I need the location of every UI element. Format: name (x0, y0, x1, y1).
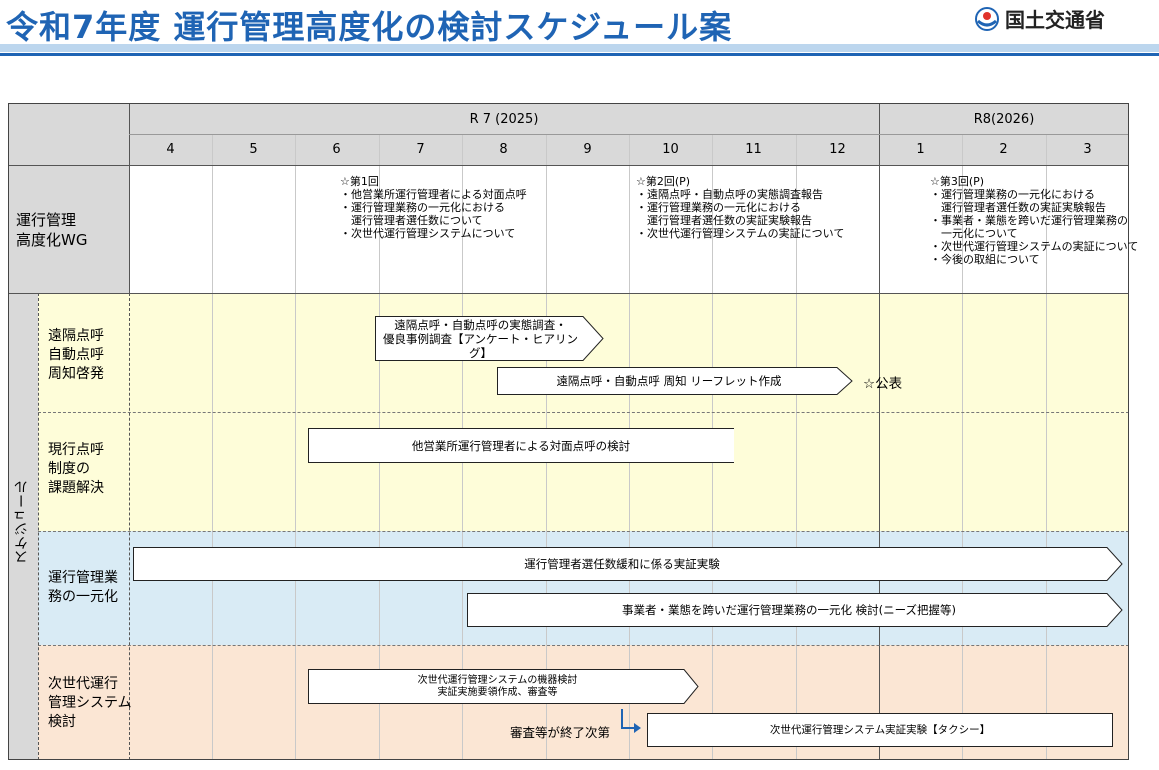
bar-leaflet: 遠隔点呼・自動点呼 周知 リーフレット作成 (497, 367, 853, 395)
bar-kento-label: 事業者・業態を跨いだ運行管理業務の一元化 検討(ニーズ把握等) (621, 603, 957, 617)
title-underline (0, 44, 1159, 52)
wg-row-label: 運行管理 高度化WG (16, 211, 88, 249)
bar-taimen-label: 他営業所運行管理者による対面点呼の検討 (411, 438, 631, 453)
shinsa-note: 審査等が終了次第 (510, 725, 611, 740)
month-7: 7 (416, 142, 425, 157)
month-10: 10 (662, 142, 679, 157)
ministry-logo: 国土交通省 (975, 4, 1105, 33)
ministry-emblem-icon (975, 6, 999, 31)
bar-taxi-label: 次世代運行管理システム実証実験【タクシー】 (769, 724, 991, 736)
bar-survey: 遠隔点呼・自動点呼の実態調査・ 優良事例調査【アンケート・ヒアリング】 (375, 316, 604, 361)
row-label-remote-tenko: 遠隔点呼 自動点呼 周知啓発 (48, 328, 104, 382)
bar-jissho: 運行管理者選任数緩和に係る実証実験 (133, 547, 1123, 581)
month-6: 6 (332, 142, 341, 157)
bar-jissho-label: 運行管理者選任数緩和に係る実証実験 (524, 557, 720, 571)
month-9: 9 (583, 142, 592, 157)
bar-taimen: 他営業所運行管理者による対面点呼の検討 (308, 428, 734, 463)
table-border (8, 103, 1129, 760)
wg-meeting-2: ☆第2回(P) ・遠隔点呼・自動点呼の実態調査報告 ・運行管理業務の一元化におけ… (636, 175, 845, 240)
schedule-section-label: スケジュール (14, 480, 30, 564)
bar-leaflet-label: 遠隔点呼・自動点呼 周知 リーフレット作成 (556, 374, 782, 388)
month-1: 1 (916, 142, 925, 157)
schedule-side-band (8, 293, 38, 760)
month-8: 8 (499, 142, 508, 157)
title-underline-accent (0, 53, 1159, 56)
row-label-unification: 運行管理業 務の一元化 (48, 570, 118, 605)
row-label-current-tenko: 現行点呼 制度の 課題解決 (48, 442, 104, 496)
wg-meeting-1: ☆第1回 ・他営業所運行管理者による対面点呼 ・運行管理業務の一元化における 運… (340, 175, 527, 240)
row-label-next-gen-system: 次世代運行 管理システム 検討 (48, 676, 132, 730)
bar-taxi: 次世代運行管理システム実証実験【タクシー】 (647, 713, 1113, 747)
month-4: 4 (166, 142, 175, 157)
month-2: 2 (999, 142, 1008, 157)
turn-arrow-icon (621, 709, 641, 733)
month-11: 11 (745, 142, 762, 157)
ministry-name: 国土交通省 (1005, 8, 1105, 32)
bar-kiki-label: 次世代運行管理システムの機器検討 実証実施要領作成、審査等 (417, 674, 578, 698)
bar-kiki: 次世代運行管理システムの機器検討 実証実施要領作成、審査等 (308, 669, 699, 704)
bar-survey-label: 遠隔点呼・自動点呼の実態調査・ 優良事例調査【アンケート・ヒアリング】 (382, 317, 579, 360)
month-12: 12 (829, 142, 846, 157)
month-3: 3 (1083, 142, 1092, 157)
announce-label: ☆公表 (863, 376, 903, 392)
page-title: 令和7年度 運行管理高度化の検討スケジュール案 (6, 8, 733, 46)
month-5: 5 (249, 142, 258, 157)
bar-kento: 事業者・業態を跨いだ運行管理業務の一元化 検討(ニーズ把握等) (467, 593, 1123, 627)
year-r7-header: R 7 (2025) (469, 112, 539, 127)
corner-cell (8, 103, 129, 293)
wg-meeting-3: ☆第3回(P) ・運行管理業務の一元化における 運行管理者選任数の実証実験報告 … (930, 175, 1139, 266)
year-r8-header: R8(2026) (973, 112, 1035, 127)
